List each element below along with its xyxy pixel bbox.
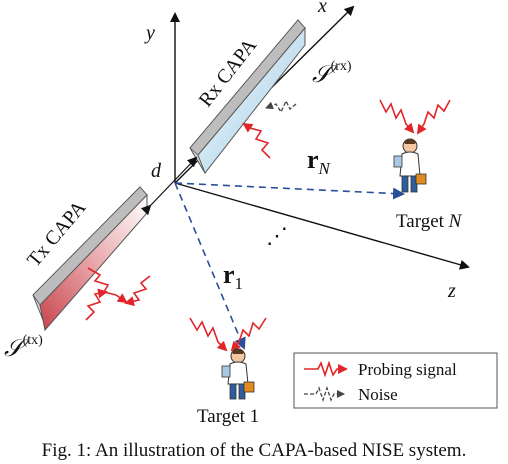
probing-signal-targetN-a <box>379 99 415 134</box>
vector-r1-label: r1 <box>223 260 243 293</box>
vector-r1 <box>174 182 246 350</box>
ellipsis-dots: ⋰ <box>266 223 288 248</box>
legend-box <box>293 352 498 409</box>
z-axis-line <box>174 182 470 270</box>
z-axis-label: z <box>447 280 456 302</box>
spacing-label: d <box>151 160 162 182</box>
rx-capa-panel: Rx CAPA <box>189 19 306 175</box>
tx-aperture-symbol: 𝒮(tx) <box>4 333 43 362</box>
probing-signals <box>85 99 451 352</box>
probing-signal-tx-b <box>124 275 151 307</box>
legend: Probing signal Noise <box>293 352 498 409</box>
spacing-indicator: d <box>140 156 198 216</box>
noise-signal-rx <box>265 99 297 114</box>
target-n-label: Target N <box>396 211 463 232</box>
probing-signal-target1-a <box>189 317 228 352</box>
legend-noise-label: Noise <box>358 385 398 404</box>
legend-probing-label: Probing signal <box>358 360 457 379</box>
target-1-person-icon <box>221 348 255 400</box>
y-axis-label: y <box>144 22 155 44</box>
probing-signal-tx-a <box>87 267 128 304</box>
tx-capa-panel: Tx CAPA <box>23 186 148 332</box>
target-n-person-icon <box>393 138 427 193</box>
rx-aperture-symbol: 𝒮(rx) <box>312 59 352 88</box>
probing-signal-rx-a <box>242 122 271 159</box>
vector-rN <box>174 182 405 200</box>
probing-signal-tx-c <box>85 288 108 321</box>
figure-caption: Fig. 1: An illustration of the CAPA-base… <box>41 440 467 461</box>
vector-rN-label: rN <box>307 145 332 178</box>
legend-noise-icon <box>304 385 345 403</box>
legend-probing-icon <box>304 360 348 378</box>
probing-signal-target1-b <box>230 317 267 352</box>
probing-signal-targetN-b <box>416 99 451 135</box>
target-1-label: Target 1 <box>197 406 259 427</box>
x-axis-label: x <box>317 0 327 17</box>
